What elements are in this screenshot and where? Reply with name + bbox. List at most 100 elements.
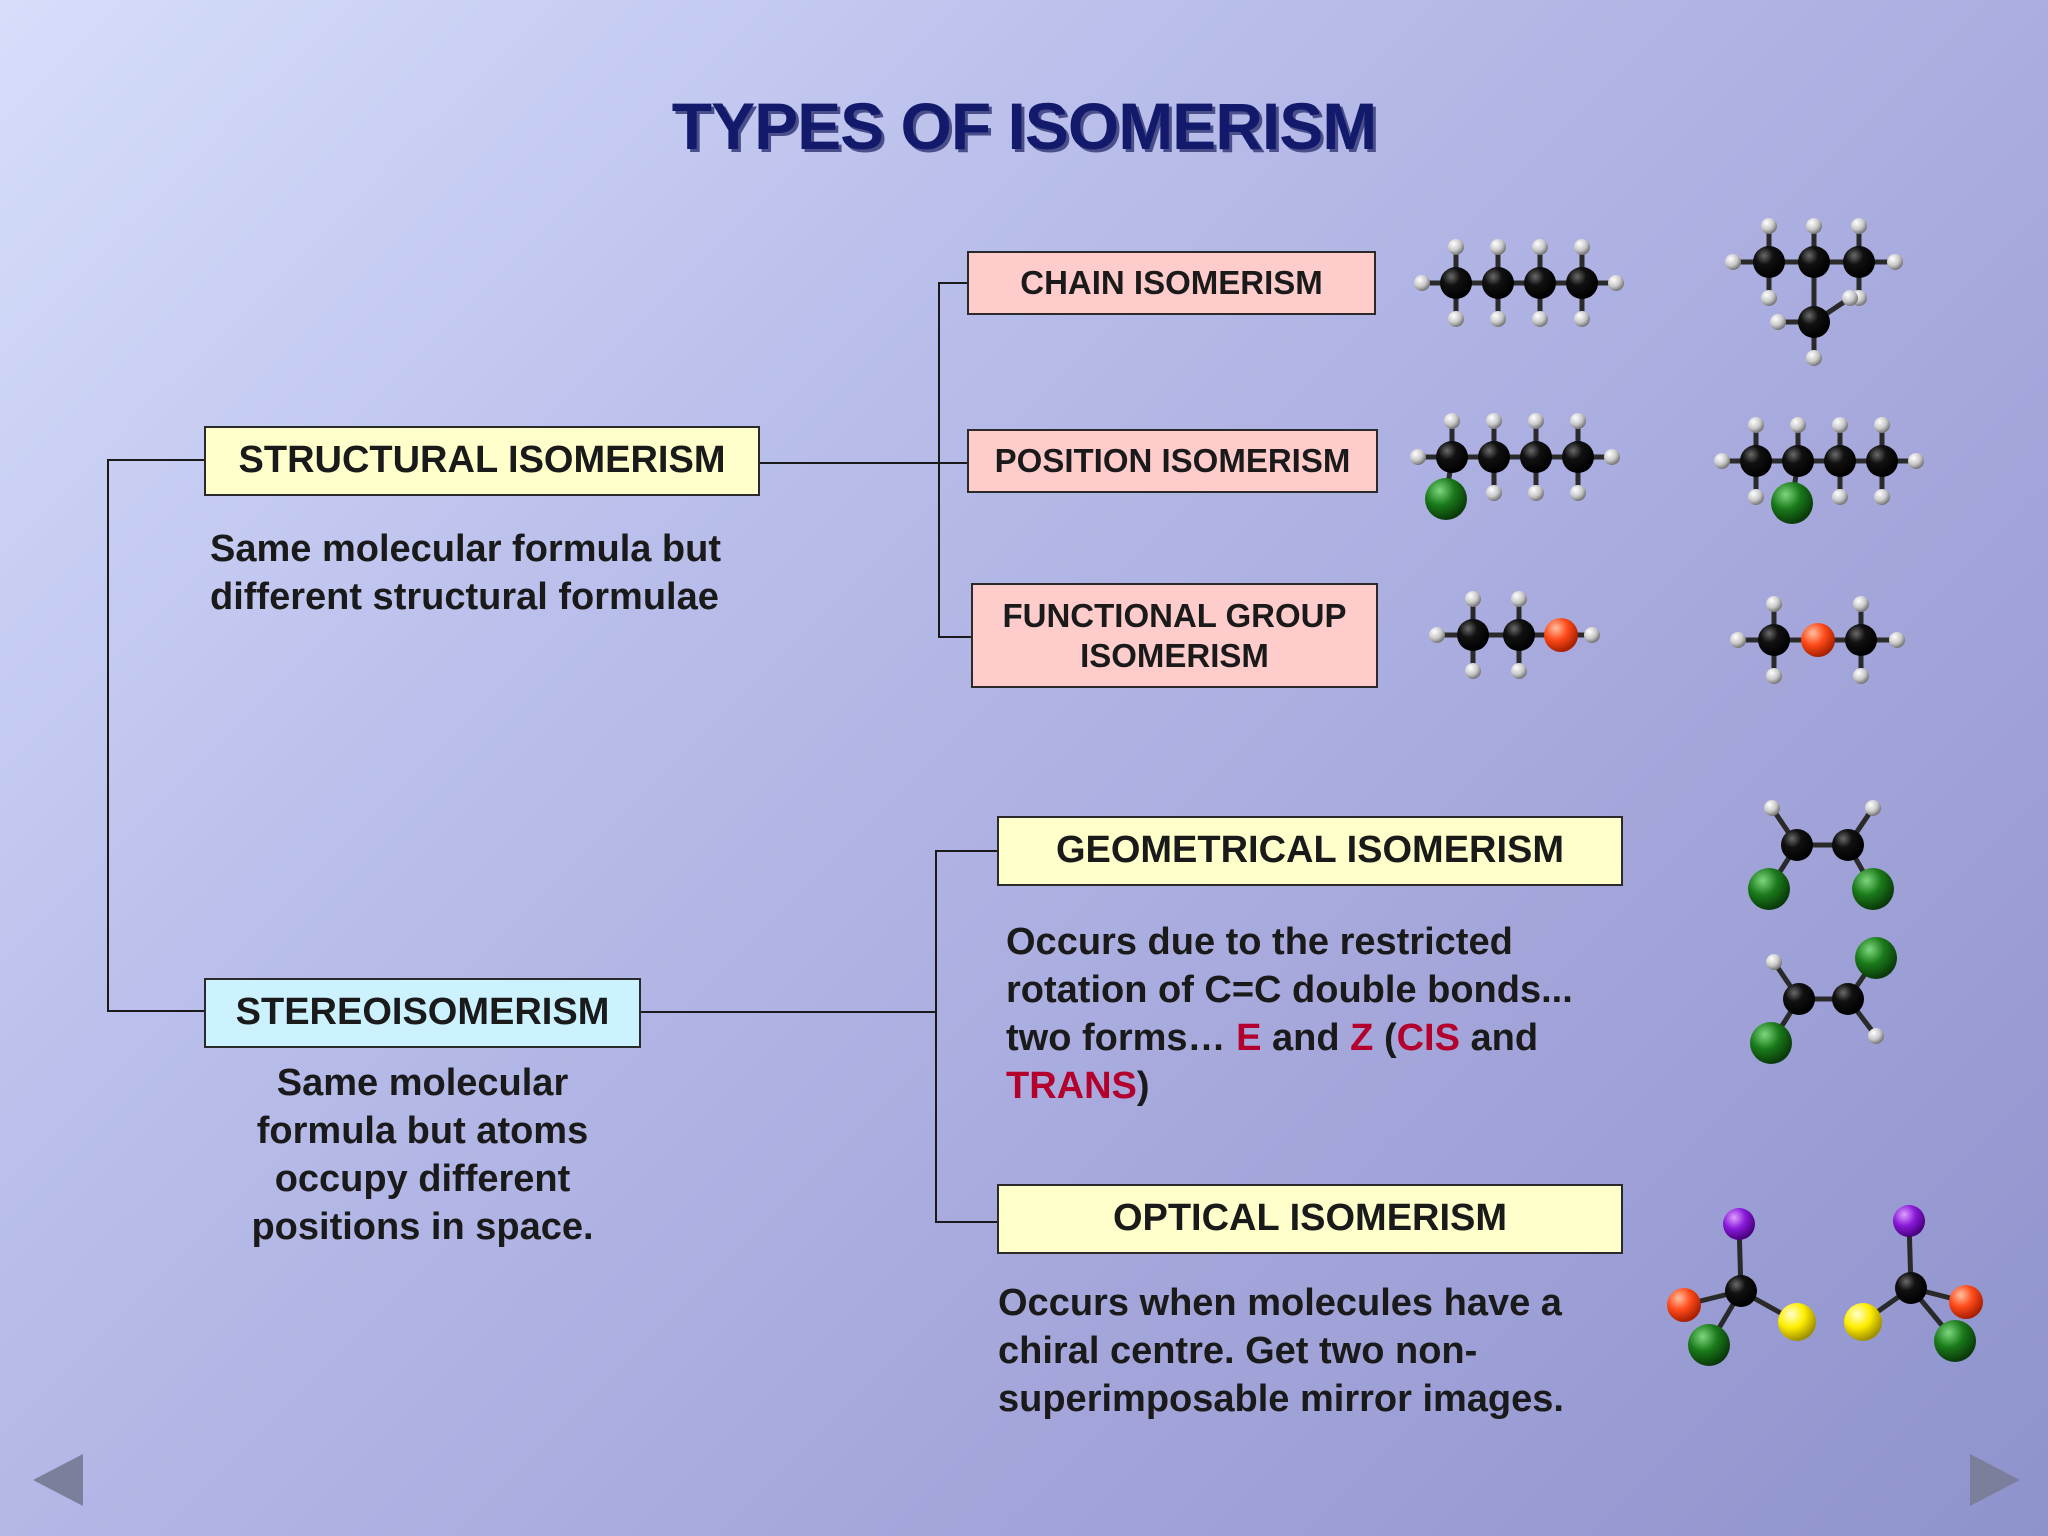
h-atom: [1853, 668, 1869, 684]
cl-atom: [1934, 1320, 1976, 1362]
connector-line: [758, 462, 938, 464]
h-atom: [1725, 254, 1741, 270]
h-atom: [1832, 417, 1848, 433]
c-atom: [1753, 246, 1785, 278]
structural-description: Same molecular formula but different str…: [210, 525, 770, 621]
stereo-description-line: occupy different: [274, 1158, 571, 1200]
geometrical-isomerism-label: GEOMETRICAL ISOMERISM: [1055, 829, 1565, 872]
cl-atom: [1688, 1324, 1730, 1366]
c-atom: [1798, 246, 1830, 278]
h-atom: [1528, 413, 1544, 429]
stereo-description: Same molecular formula but atoms occupy …: [204, 1059, 641, 1251]
ethanol-molecule: [1429, 591, 1600, 679]
h-atom: [1806, 218, 1822, 234]
connector-line: [107, 1010, 205, 1012]
h-atom: [1766, 954, 1782, 970]
chlorobutane-1-molecule: [1410, 413, 1620, 520]
stereo-description-line: positions in space.: [251, 1206, 594, 1248]
trans-form: TRANS: [1006, 1065, 1137, 1107]
cis-dichloroethene-molecule: [1748, 800, 1894, 910]
i-atom: [1893, 1205, 1925, 1237]
c-atom: [1781, 829, 1813, 861]
stereo-description-line: Same molecular: [276, 1062, 569, 1104]
h-atom: [1832, 489, 1848, 505]
stereo-description-line: formula but atoms: [256, 1110, 589, 1152]
h-atom: [1874, 417, 1890, 433]
h-atom: [1414, 275, 1430, 291]
position-isomerism-label: POSITION ISOMERISM: [994, 442, 1351, 480]
y-atom: [1844, 1303, 1882, 1341]
h-atom: [1887, 254, 1903, 270]
h-atom: [1465, 591, 1481, 607]
h-atom: [1429, 627, 1445, 643]
geometrical-description-line: TRANS): [1006, 1065, 1150, 1107]
connector-line: [935, 1221, 998, 1223]
h-atom: [1761, 218, 1777, 234]
h-atom: [1761, 290, 1777, 306]
chlorobutane-2-molecule: [1714, 417, 1924, 524]
structural-description-line: Same molecular formula but: [210, 528, 722, 570]
cl-atom: [1750, 1022, 1792, 1064]
c-atom: [1895, 1272, 1927, 1304]
h-atom: [1714, 453, 1730, 469]
h-atom: [1448, 311, 1464, 327]
geometrical-description-line: Occurs due to the restricted: [1006, 921, 1513, 963]
h-atom: [1608, 275, 1624, 291]
cis-form: CIS: [1396, 1017, 1460, 1059]
page-title: TYPES OF ISOMERISM: [671, 89, 1377, 163]
connector-line: [938, 282, 940, 638]
c-atom: [1824, 445, 1856, 477]
h-atom: [1570, 485, 1586, 501]
connector-line: [107, 459, 109, 1011]
h-atom: [1604, 449, 1620, 465]
h-atom: [1748, 489, 1764, 505]
h-atom: [1486, 485, 1502, 501]
h-atom: [1865, 800, 1881, 816]
chiral-molecule-left: [1667, 1208, 1816, 1366]
structural-isomerism-label: STRUCTURAL ISOMERISM: [238, 439, 726, 482]
c-atom: [1520, 441, 1552, 473]
c-atom: [1436, 441, 1468, 473]
h-atom: [1766, 668, 1782, 684]
h-atom: [1570, 413, 1586, 429]
cl-atom: [1852, 868, 1894, 910]
connector-line: [640, 1011, 935, 1013]
cl-atom: [1855, 937, 1897, 979]
h-atom: [1889, 632, 1905, 648]
h-atom: [1511, 591, 1527, 607]
h-atom: [1874, 489, 1890, 505]
h-atom: [1908, 453, 1924, 469]
c-atom: [1866, 445, 1898, 477]
chain-isomerism-label: CHAIN ISOMERISM: [1020, 264, 1323, 302]
functional-group-label-line1: FUNCTIONAL GROUP: [1002, 596, 1347, 634]
h-atom: [1730, 632, 1746, 648]
h-atom: [1806, 350, 1822, 366]
methylpropane-molecule: [1725, 218, 1903, 366]
c-atom: [1782, 445, 1814, 477]
next-slide-arrow-icon[interactable]: [1970, 1454, 2020, 1506]
c-atom: [1503, 619, 1535, 651]
h-atom: [1532, 239, 1548, 255]
z-form: Z: [1350, 1017, 1374, 1059]
o-atom: [1667, 1288, 1701, 1322]
geometrical-description-line: rotation of C=C double bonds...: [1006, 969, 1573, 1011]
o-atom: [1949, 1285, 1983, 1319]
c-atom: [1832, 829, 1864, 861]
o-atom: [1544, 618, 1578, 652]
h-atom: [1770, 314, 1786, 330]
h-atom: [1490, 239, 1506, 255]
h-atom: [1574, 311, 1590, 327]
connector-line: [938, 282, 968, 284]
optical-description: Occurs when molecules have a chiral cent…: [998, 1279, 1638, 1423]
cl-atom: [1425, 478, 1467, 520]
h-atom: [1490, 311, 1506, 327]
h-atom: [1574, 239, 1590, 255]
chiral-molecule-right: [1844, 1205, 1983, 1362]
c-atom: [1845, 624, 1877, 656]
position-isomerism-box: POSITION ISOMERISM: [967, 429, 1378, 493]
h-atom: [1528, 485, 1544, 501]
geometrical-description: Occurs due to the restricted rotation of…: [1006, 918, 1646, 1110]
h-atom: [1790, 417, 1806, 433]
h-atom: [1511, 663, 1527, 679]
previous-slide-arrow-icon[interactable]: [33, 1454, 83, 1506]
